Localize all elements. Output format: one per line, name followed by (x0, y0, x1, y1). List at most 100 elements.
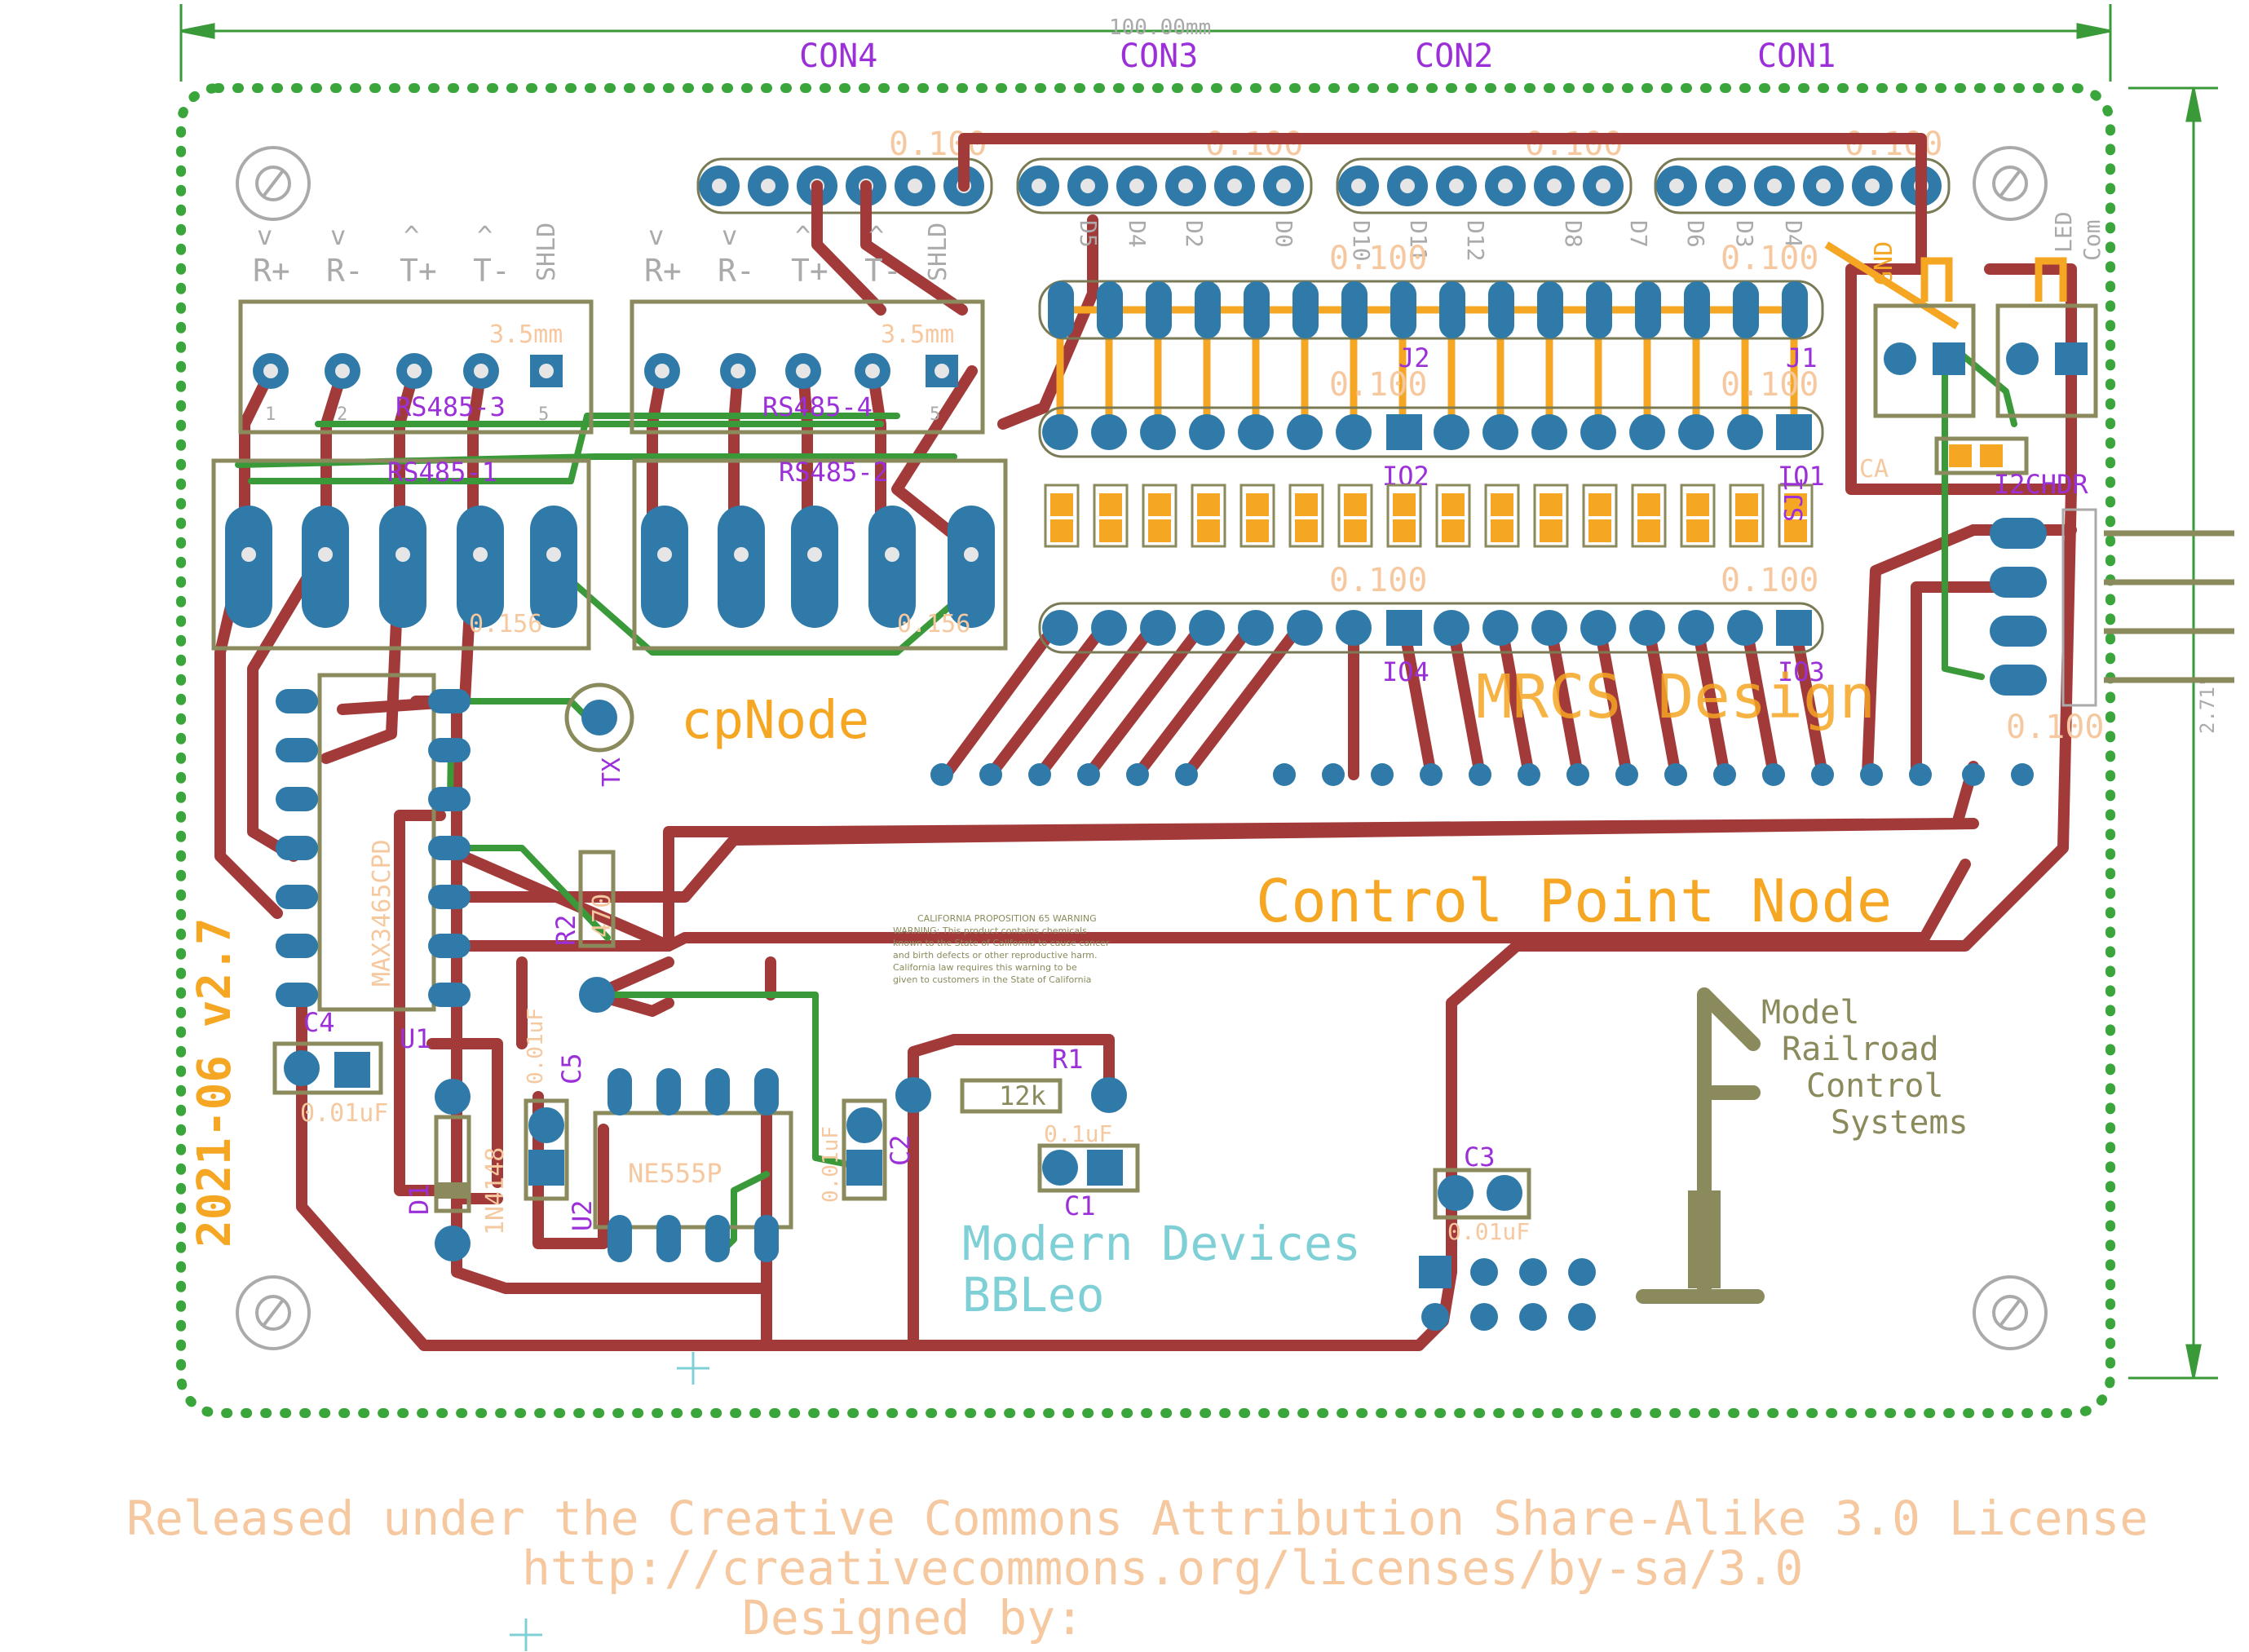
mount-hole-tr (1973, 146, 2048, 221)
label-io2: IO2 (1382, 461, 1429, 492)
svg-text:v: v (648, 220, 664, 251)
label-r1-val: 12k (999, 1080, 1046, 1111)
label-tx: TX (598, 758, 626, 787)
led-tx (564, 682, 634, 753)
label-c5: C5 (556, 1053, 587, 1084)
resistor-r1 (895, 1077, 1127, 1114)
svg-text:2: 2 (337, 404, 347, 425)
via-row (930, 763, 2034, 786)
model-railroad-1: Model (1761, 994, 1859, 1031)
svg-text:D5: D5 (1075, 220, 1102, 248)
svg-text:D4: D4 (1124, 220, 1151, 248)
dimension-height (2128, 86, 2218, 1380)
label-ca: CA (1859, 455, 1889, 484)
label-c2-val: 0.01uF (819, 1126, 843, 1203)
semaphore-logo (1636, 987, 1765, 1304)
svg-text:^: ^ (477, 220, 493, 251)
solder-jumpers (1044, 484, 1814, 548)
license-line3: Designed by: (742, 1590, 1084, 1645)
prop65-warning: CALIFORNIA PROPOSITION 65 WARNING WARNIN… (893, 913, 1110, 985)
label-j2: J2 (1398, 342, 1430, 373)
license-line1: Released under the Creative Commons Attr… (126, 1491, 2148, 1546)
label-io3: IO3 (1778, 656, 1825, 687)
svg-text:T+: T+ (791, 253, 828, 289)
svg-text:D6: D6 (1682, 220, 1709, 248)
via-grid (1419, 1256, 1596, 1331)
dimension-height-label: 2.71" (2196, 675, 2219, 734)
header-con3 (1016, 157, 1313, 214)
pitch-i2c: 0.100 (2006, 709, 2104, 746)
svg-text:CALIFORNIA PROPOSITION 65 WARN: CALIFORNIA PROPOSITION 65 WARNING (917, 913, 1097, 924)
svg-text:v: v (722, 220, 737, 251)
label-d1-name: 1N4148 (481, 1147, 510, 1235)
brand-cpnode: cpNode (681, 691, 869, 751)
svg-text:D10: D10 (1348, 220, 1375, 262)
pin-labels: D5 D4 D2 D0 D10 D11 D12 D8 D7 D6 D3 D4 (1075, 220, 1807, 262)
label-r2-val: 470 (588, 894, 616, 938)
label-io1: IO1 (1778, 461, 1825, 492)
label-rs485-1: RS485-1 (387, 457, 497, 488)
svg-text:WARNING: This product contains: WARNING: This product contains chemicals (893, 925, 1087, 936)
terminal-block-rs485-1: 0.156 (211, 458, 591, 651)
label-gnd: GND (1870, 241, 1898, 285)
i2c-header (1990, 508, 2234, 707)
svg-text:D2: D2 (1181, 220, 1208, 248)
resistor-r2 (578, 850, 616, 1013)
mount-hole-tl (236, 146, 311, 221)
cap-c2 (842, 1098, 887, 1201)
credit-line1: Modern Devices (962, 1216, 1361, 1271)
svg-text:v: v (330, 220, 346, 251)
svg-text:5: 5 (930, 404, 940, 425)
label-con2: CON2 (1415, 38, 1493, 75)
terminal-group-right: v v ^ ^ R+ R- T+ T- SHLD (644, 220, 952, 289)
label-con4: CON4 (799, 38, 877, 75)
svg-text:T-: T- (864, 253, 902, 289)
pitch-io4: 0.100 (1329, 562, 1427, 599)
pitch-io3: 0.100 (1721, 562, 1818, 599)
cap-c4 (272, 1041, 383, 1095)
svg-text:D11: D11 (1405, 220, 1432, 262)
svg-text:v: v (257, 220, 272, 251)
power-terminal-led (1995, 257, 2098, 418)
terminal-group-left: v v ^ ^ R+ R- T+ T- SHLD (253, 220, 561, 289)
cap-c5 (524, 1098, 569, 1201)
svg-text:D7: D7 (1625, 220, 1652, 248)
brand-mrcs: MRCS Design (1476, 662, 1876, 732)
label-con3: CON3 (1120, 38, 1198, 75)
svg-text:0.156: 0.156 (897, 610, 970, 638)
svg-text:3.5mm: 3.5mm (489, 320, 563, 349)
mount-hole-bl (236, 1275, 311, 1350)
header-io4-io3 (1038, 602, 1824, 654)
pitch-io2: 0.100 (1329, 366, 1427, 404)
crosshair-marks (510, 1352, 709, 1651)
terminal-block-rs485-2: 0.156 (632, 458, 1008, 651)
label-c5-val: 0.01uF (524, 1008, 548, 1084)
svg-text:D4: D4 (1780, 220, 1807, 248)
label-u1-name: MAX3465CPD (368, 839, 396, 987)
svg-text:T-: T- (473, 253, 510, 289)
label-led: LED (2050, 211, 2077, 253)
svg-text:D3: D3 (1731, 220, 1758, 248)
svg-text:D12: D12 (1462, 220, 1489, 262)
svg-text:1: 1 (265, 404, 276, 425)
label-rs485-2: RS485-2 (779, 457, 889, 488)
svg-text:^: ^ (404, 220, 419, 251)
terminal-block-rs485-3: 3.5mm 1 2 5 (238, 299, 594, 435)
label-com: Com (2079, 219, 2105, 261)
header-j2-j1 (1038, 280, 1824, 340)
label-u2-name: NE555P (628, 1158, 722, 1189)
power-terminal-gnd (1873, 257, 1976, 418)
label-r2: R2 (550, 914, 581, 946)
label-c1: C1 (1064, 1190, 1096, 1221)
label-rs485-3: RS485-3 (395, 391, 506, 422)
svg-text:R-: R- (718, 253, 755, 289)
label-r1: R1 (1052, 1044, 1084, 1075)
label-c4: C4 (303, 1007, 335, 1038)
label-c1-val: 0.1uF (1044, 1120, 1112, 1147)
label-i2chdr: I2CHDR (1994, 469, 2088, 500)
label-io4: IO4 (1382, 656, 1429, 687)
ca-jumper (1934, 436, 2029, 475)
chip-u1 (276, 673, 471, 1012)
svg-text:given to customers in the Stat: given to customers in the State of Calif… (893, 974, 1091, 985)
svg-text:3.5mm: 3.5mm (881, 320, 954, 349)
